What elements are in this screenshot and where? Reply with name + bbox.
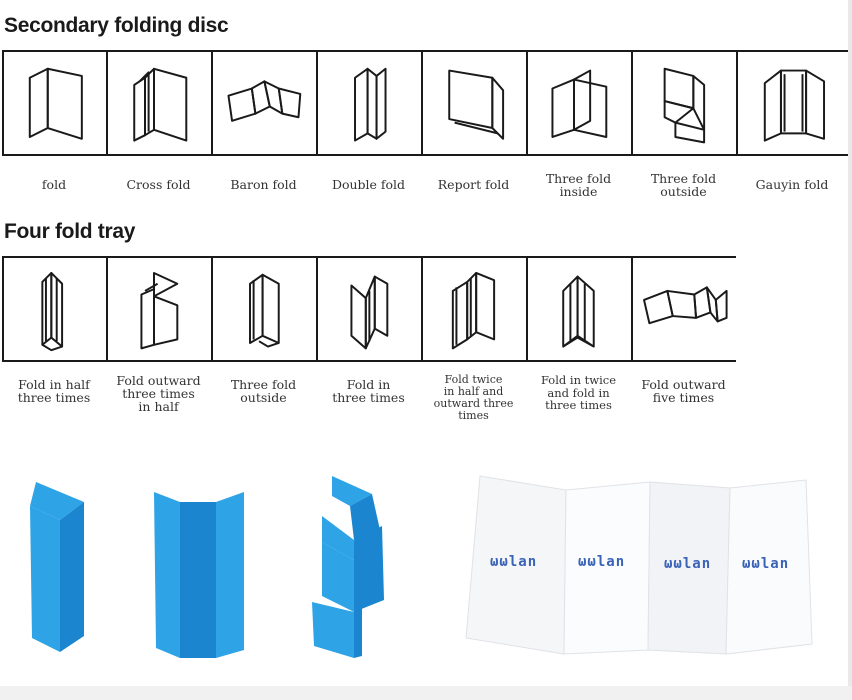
section-title-secondary-folding-disc: Secondary folding disc [4,14,229,37]
brochure-panel-text-3: ωωlan [664,556,711,572]
right-edge-shade [848,0,852,700]
diagram-fold [4,52,108,154]
diagram-four-three-fold-outside [213,258,318,360]
diagram-fold-in-three-times [318,258,423,360]
diagram-baron-fold [213,52,318,154]
blue-gate-fold-sample [154,492,244,658]
label-fold-in-three-times: Fold in three times [332,377,405,405]
diagram-fold-in-half-three-times [4,258,108,360]
four-fold-diagram-row [2,256,738,362]
diagram-fold-twice-in-half-and-outward [423,258,528,360]
label-double-fold: Double fold [331,177,406,192]
label-report-fold: Report fold [437,177,510,192]
bottom-edge-shade [0,686,852,700]
brochure-panel-text-1: ωωlan [490,554,537,570]
label-cross-fold: Cross fold [126,177,191,192]
diagram-fold-outward-three-times-in-half [108,258,213,360]
label-fold-in-twice-and-fold-in-three-times: Fold in twice and fold in three times [540,373,617,412]
label-fold-outward-five-times: Fold outward five times [641,377,726,405]
label-fold: fold [41,177,67,192]
label-baron-fold: Baron fold [230,177,297,192]
blue-accordion-fold-sample [312,476,384,658]
label-fold-outward-three-times-in-half: Fold outward three times in half [116,373,201,414]
diagram-report-fold [423,52,528,154]
diagram-fold-outward-five-times [633,258,738,360]
diagram-fold-in-twice-and-fold-in-three-times [528,258,633,360]
four-fold-labels: Fold in half three times Fold outward th… [2,374,736,422]
label-fold-in-half-three-times: Fold in half three times [17,377,91,405]
diagram-gauyin-fold [738,52,850,154]
label-fold-twice-in-half-and-outward: Fold twice in half and outward three tim… [433,373,514,422]
label-three-fold-outside: Three fold outside [650,171,717,199]
secondary-fold-labels: fold Cross fold Baron fold Double fold R… [2,172,848,198]
blue-z-fold-sample [30,482,84,652]
label-three-fold-inside: Three fold inside [545,171,612,199]
secondary-fold-diagram-row [2,50,850,156]
label-four-three-fold-outside: Three fold outside [230,377,297,405]
brochure-panel-text-2: ωωlan [578,554,625,570]
diagram-cross-fold [108,52,213,154]
diagram-three-fold-inside [528,52,633,154]
white-brochure-sample: ωωlan ωωlan ωωlan ωωlan [465,475,813,655]
section-title-four-fold-tray: Four fold tray [4,220,136,243]
brochure-panel-text-4: ωωlan [742,556,789,572]
label-gauyin-fold: Gauyin fold [755,177,829,192]
diagram-three-fold-outside [633,52,738,154]
diagram-double-fold [318,52,423,154]
